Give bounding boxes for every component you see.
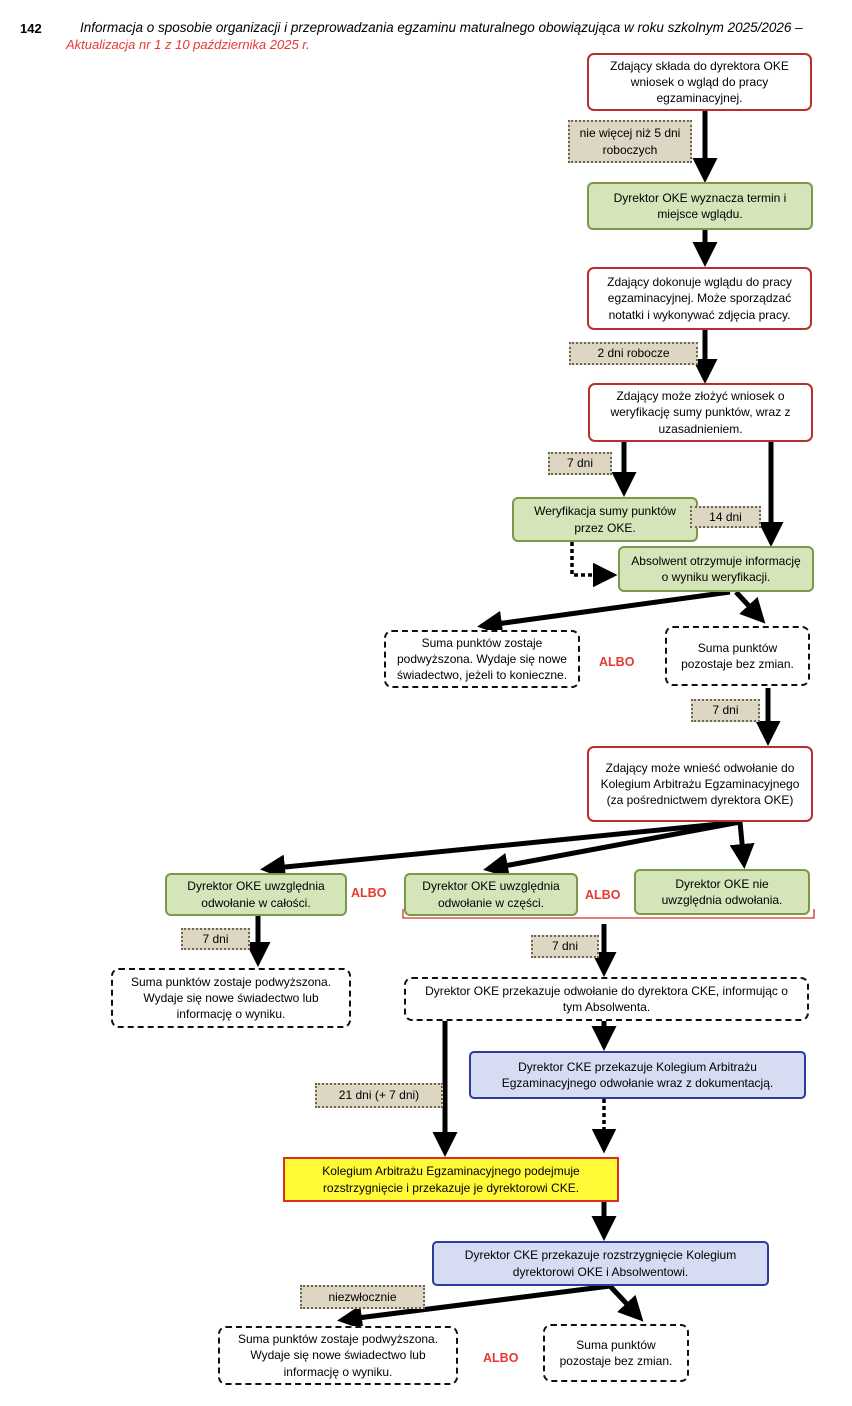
albo-label-1: ALBO bbox=[599, 655, 635, 669]
arrow-n6-n8 bbox=[734, 590, 766, 624]
node-forward-to-cke: Dyrektor OKE przekazuje odwołanie do dyr… bbox=[404, 977, 809, 1021]
update-notice: Aktualizacja nr 1 z 10 października 2025… bbox=[66, 37, 310, 52]
label-immediately: niezwłocznie bbox=[300, 1285, 425, 1309]
node-points-raised-2: Suma punktów zostaje podwyższona. Wydaje… bbox=[111, 968, 351, 1028]
node-verification-result: Absolwent otrzymuje informację o wyniku … bbox=[618, 546, 814, 592]
node-verification-request: Zdający może złożyć wniosek o weryfikacj… bbox=[588, 383, 813, 442]
label-2-working-days: 2 dni robocze bbox=[569, 342, 698, 365]
node-appeal: Zdający może wnieść odwołanie do Kolegiu… bbox=[587, 746, 813, 822]
label-14-days: 14 dni bbox=[690, 506, 761, 528]
node-points-raised-3: Suma punktów zostaje podwyższona. Wydaje… bbox=[218, 1326, 458, 1385]
arrow-n9-n12 bbox=[729, 821, 755, 869]
document-title: Informacja o sposobie organizacji i prze… bbox=[80, 20, 803, 35]
node-request-inspection: Zdający składa do dyrektora OKE wniosek … bbox=[587, 53, 812, 111]
node-points-raised-1: Suma punktów zostaje podwyższona. Wydaje… bbox=[384, 630, 580, 688]
node-set-inspection-date: Dyrektor OKE wyznacza termin i miejsce w… bbox=[587, 182, 813, 230]
node-points-unchanged-2: Suma punktów pozostaje bez zmian. bbox=[543, 1324, 689, 1382]
albo-label-2: ALBO bbox=[351, 886, 387, 900]
arrow-n9-n11 bbox=[483, 819, 741, 878]
node-inspection: Zdający dokonuje wglądu do pracy egzamin… bbox=[587, 267, 812, 330]
arrow-n9-n10 bbox=[260, 819, 741, 880]
arrow-n5-n6-dotted bbox=[570, 542, 618, 588]
albo-label-4: ALBO bbox=[483, 1351, 519, 1365]
node-kae-decision: Kolegium Arbitrażu Egzaminacyjnego podej… bbox=[283, 1157, 619, 1202]
label-7-days-partial: 7 dni bbox=[531, 935, 599, 958]
label-7-days-full: 7 dni bbox=[181, 928, 250, 950]
node-verification: Weryfikacja sumy punktów przez OKE. bbox=[512, 497, 698, 542]
node-cke-forwards-decision: Dyrektor CKE przekazuje rozstrzygnięcie … bbox=[432, 1241, 769, 1286]
albo-label-3: ALBO bbox=[585, 888, 621, 902]
node-appeal-accepted-partial: Dyrektor OKE uwzględnia odwołanie w częś… bbox=[404, 873, 578, 916]
label-7-days-appeal: 7 dni bbox=[691, 699, 760, 722]
label-5-working-days: nie więcej niż 5 dni roboczych bbox=[568, 120, 692, 163]
node-points-unchanged-1: Suma punktów pozostaje bez zmian. bbox=[665, 626, 810, 686]
node-appeal-accepted-full: Dyrektor OKE uwzględnia odwołanie w cało… bbox=[165, 873, 347, 916]
label-7-days-verification: 7 dni bbox=[548, 452, 612, 475]
arrow-n17-n19 bbox=[608, 1284, 644, 1322]
arrow-n17-n18 bbox=[337, 1283, 611, 1330]
node-cke-to-kae: Dyrektor CKE przekazuje Kolegium Arbitra… bbox=[469, 1051, 806, 1099]
brace-partial-rejected bbox=[402, 909, 815, 919]
page-number: 142 bbox=[20, 21, 42, 36]
node-appeal-rejected: Dyrektor OKE nie uwzględnia odwołania. bbox=[634, 869, 810, 915]
arrow-n6-n7 bbox=[477, 589, 731, 636]
label-21-days: 21 dni (+ 7 dni) bbox=[315, 1083, 443, 1108]
